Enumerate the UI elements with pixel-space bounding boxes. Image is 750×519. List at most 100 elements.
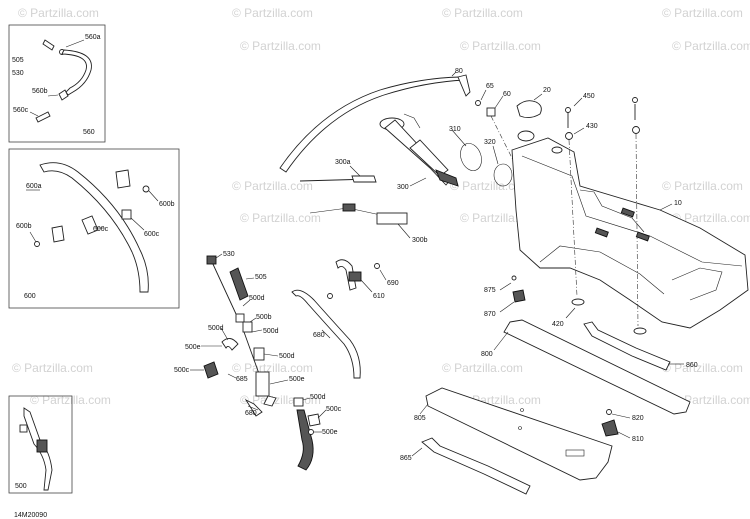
clamp-500b[interactable] <box>242 321 253 333</box>
vent-hose-end[interactable] <box>457 74 471 97</box>
filter-500[interactable] <box>36 439 48 453</box>
clamp-600b-lower[interactable] <box>34 241 40 247</box>
grommet-420[interactable] <box>571 298 585 306</box>
callout-860[interactable]: 860 <box>686 362 698 369</box>
callout-500d-c[interactable]: 500d <box>208 325 224 332</box>
fuel-line-upper[interactable] <box>211 261 237 315</box>
washer-430[interactable] <box>565 132 573 140</box>
clamp-560b[interactable] <box>58 89 69 101</box>
fuel-cap[interactable] <box>516 100 542 119</box>
bracket-810[interactable] <box>601 419 619 437</box>
callout-300b[interactable]: 300b <box>412 237 428 244</box>
fitting-600a[interactable] <box>115 169 131 189</box>
callout-680[interactable]: 680 <box>313 332 325 339</box>
clamp-680-ring[interactable] <box>327 293 333 299</box>
callout-600b[interactable]: 600b <box>159 201 175 208</box>
callout-500c-b[interactable]: 500c <box>326 406 342 413</box>
clamp-600b[interactable] <box>142 185 150 193</box>
callout-560b[interactable]: 560b <box>32 88 48 95</box>
callout-560c[interactable]: 560c <box>13 107 29 114</box>
callout-600a[interactable]: 600a <box>26 183 42 190</box>
callout-505[interactable]: 505 <box>255 274 267 281</box>
callout-600c-lower[interactable]: 600c <box>93 226 109 233</box>
clamp-500e-lower[interactable] <box>263 395 277 407</box>
clamp-610[interactable] <box>348 271 362 282</box>
callout-20[interactable]: 20 <box>543 87 551 94</box>
harness-plug[interactable] <box>376 212 408 225</box>
callout-800[interactable]: 800 <box>481 351 493 358</box>
callout-530[interactable]: 530 <box>223 251 235 258</box>
hose-680[interactable] <box>291 289 361 379</box>
screw-875[interactable] <box>511 275 517 281</box>
vent-hose[interactable] <box>279 76 467 173</box>
ring-500e[interactable] <box>308 429 314 435</box>
fitting-600a-lower[interactable] <box>51 225 65 243</box>
callout-500e-c[interactable]: 500e <box>322 429 338 436</box>
washer-430-right[interactable] <box>632 126 640 134</box>
filler-port[interactable] <box>551 146 563 154</box>
callout-420[interactable]: 420 <box>552 321 564 328</box>
clamp-680[interactable] <box>244 398 263 417</box>
callout-500-box[interactable]: 500 <box>15 483 27 490</box>
hose-lower[interactable] <box>296 409 314 471</box>
callout-500c[interactable]: 500c <box>174 367 190 374</box>
callout-500d-b[interactable]: 500d <box>263 328 279 335</box>
o-ring-320[interactable] <box>493 163 513 187</box>
connector-530[interactable] <box>206 255 217 265</box>
clamp-500d-middle[interactable] <box>253 347 265 361</box>
shield-800[interactable] <box>503 319 691 415</box>
clamp-600c-lower[interactable] <box>81 215 99 235</box>
callout-870[interactable]: 870 <box>484 311 496 318</box>
vent-valve-60[interactable] <box>486 107 496 117</box>
callout-810[interactable]: 810 <box>632 436 644 443</box>
callout-500b[interactable]: 500b <box>256 314 272 321</box>
clamp-500d[interactable] <box>235 313 245 323</box>
screw-820[interactable] <box>606 409 612 415</box>
clamp-500c-lower[interactable] <box>307 413 321 427</box>
callout-300[interactable]: 300 <box>397 184 409 191</box>
callout-685[interactable]: 685 <box>236 376 248 383</box>
callout-500e[interactable]: 500e <box>185 344 201 351</box>
callout-500e-b[interactable]: 500e <box>289 376 305 383</box>
callout-610[interactable]: 610 <box>373 293 385 300</box>
screw-690[interactable] <box>374 263 380 269</box>
callout-500d-d[interactable]: 500d <box>279 353 295 360</box>
callout-60[interactable]: 60 <box>503 91 511 98</box>
fuel-filter[interactable] <box>255 371 270 397</box>
callout-300a[interactable]: 300a <box>335 159 351 166</box>
callout-65[interactable]: 65 <box>486 83 494 90</box>
callout-430[interactable]: 430 <box>586 123 598 130</box>
plate-805-body[interactable] <box>425 387 613 481</box>
filler-neck[interactable] <box>517 130 535 142</box>
bracket-860-body[interactable] <box>583 321 671 371</box>
fitting-300a[interactable] <box>351 175 377 183</box>
elbow-680[interactable] <box>335 259 357 291</box>
callout-805[interactable]: 805 <box>414 415 426 422</box>
screw-65[interactable] <box>475 100 481 106</box>
clamp-500[interactable] <box>19 424 28 433</box>
callout-600b-lower[interactable]: 600b <box>16 223 32 230</box>
callout-875[interactable]: 875 <box>484 287 496 294</box>
grommet-420-right[interactable] <box>633 327 647 335</box>
callout-450[interactable]: 450 <box>583 93 595 100</box>
callout-600[interactable]: 600 <box>24 293 36 300</box>
callout-10[interactable]: 10 <box>674 200 682 207</box>
callout-680-lower[interactable]: 680 <box>245 410 257 417</box>
callout-80[interactable]: 80 <box>455 68 463 75</box>
clamp-500d-lower[interactable] <box>293 397 304 407</box>
callout-820[interactable]: 820 <box>632 415 644 422</box>
hose-600[interactable] <box>39 162 149 293</box>
callout-320[interactable]: 320 <box>484 139 496 146</box>
callout-500d-e[interactable]: 500d <box>310 394 326 401</box>
callout-560a[interactable]: 560a <box>85 34 101 41</box>
pump-filter[interactable] <box>409 139 449 177</box>
sleeve-505[interactable] <box>229 267 249 301</box>
callout-310[interactable]: 310 <box>449 126 461 133</box>
pump-sock[interactable] <box>435 169 459 187</box>
fitting-500c[interactable] <box>203 361 219 379</box>
callout-690[interactable]: 690 <box>387 280 399 287</box>
fitting-560c[interactable] <box>35 111 51 123</box>
bracket-865-body[interactable] <box>421 437 531 495</box>
callout-530[interactable]: 530 <box>12 70 24 77</box>
hose-500e[interactable] <box>221 338 239 351</box>
